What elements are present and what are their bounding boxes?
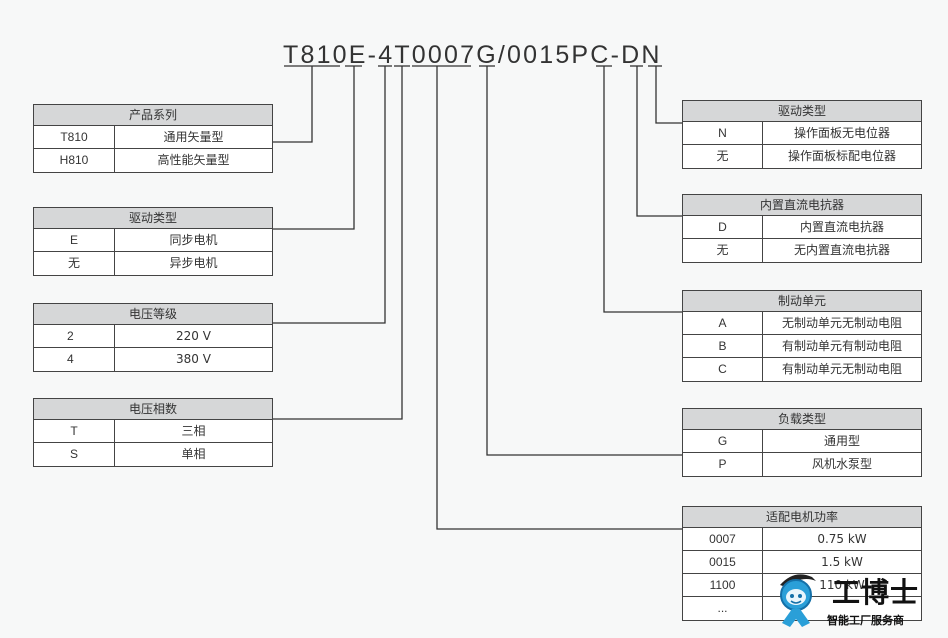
table-title: 电压等级: [34, 304, 272, 325]
row-desc: 同步电机: [169, 233, 218, 247]
row-code: ...: [683, 597, 763, 620]
table-row: N 操作面板无电位器: [683, 122, 921, 145]
row-code: D: [683, 216, 763, 238]
table-row: E 同步电机: [34, 229, 272, 252]
table-row: B 有制动单元有制动电阻: [683, 335, 921, 358]
table-voltage-level: 电压等级 2 220 V 4 380 V: [33, 303, 273, 372]
table-title: 驱动类型: [683, 101, 921, 122]
code-reactor: D: [621, 41, 642, 69]
row-code: 2: [34, 325, 115, 347]
row-desc: 220 V: [176, 329, 211, 343]
table-row: G 通用型: [683, 430, 921, 453]
code-voltage: 4: [378, 41, 395, 69]
code-phase: T: [394, 41, 412, 69]
table-row: P 风机水泵型: [683, 453, 921, 476]
table-product-series: 产品系列 T810 通用矢量型 H810 高性能矢量型: [33, 104, 273, 173]
row-code: 4: [34, 348, 115, 371]
table-row: 无 操作面板标配电位器: [683, 145, 921, 168]
row-code: 0015: [683, 551, 763, 573]
table-row: 0007 0.75 kW: [683, 528, 921, 551]
table-row: 2 220 V: [34, 325, 272, 348]
table-drive-type: 驱动类型 E 同步电机 无 异步电机: [33, 207, 273, 276]
table-row: 4 380 V: [34, 348, 272, 371]
code-power: 0007: [411, 41, 477, 69]
row-desc: 有制动单元无制动电阻: [781, 362, 902, 376]
code-dash-2: -: [610, 41, 622, 69]
row-code: G: [683, 430, 763, 452]
row-code: 无: [34, 252, 115, 275]
row-desc: 风机水泵型: [811, 457, 872, 471]
code-load: G: [476, 41, 498, 69]
table-row: 无 无内置直流电抗器: [683, 239, 921, 262]
table-load-type: 负载类型 G 通用型 P 风机水泵型: [682, 408, 922, 477]
row-desc: 1.5 kW: [821, 555, 863, 569]
table-title: 产品系列: [34, 105, 272, 126]
logo-mascot-icon: [780, 574, 816, 627]
row-desc: 操作面板无电位器: [793, 126, 890, 140]
row-desc: 通用矢量型: [163, 130, 224, 144]
table-title: 内置直流电抗器: [683, 195, 921, 216]
table-row: T810 通用矢量型: [34, 126, 272, 149]
row-code: 0007: [683, 528, 763, 550]
row-code: P: [683, 453, 763, 476]
table-phase: 电压相数 T 三相 S 单相: [33, 398, 273, 467]
row-desc: 无内置直流电抗器: [793, 243, 890, 257]
table-title: 制动单元: [683, 291, 921, 312]
table-row: T 三相: [34, 420, 272, 443]
row-desc: 高性能矢量型: [157, 153, 230, 167]
table-title: 适配电机功率: [683, 507, 921, 528]
row-desc: 通用型: [823, 434, 860, 448]
table-row: C 有制动单元无制动电阻: [683, 358, 921, 381]
row-desc: 380 V: [176, 352, 211, 366]
row-code: E: [34, 229, 115, 251]
logo-subtitle: 智能工厂服务商: [827, 614, 904, 627]
table-brake-unit: 制动单元 A 无制动单元无制动电阻 B 有制动单元有制动电阻 C 有制动单元无制动电阻: [682, 290, 922, 382]
model-code: T810E-4T0007G/0015PC-DN: [283, 40, 662, 70]
row-code: T: [34, 420, 115, 442]
row-desc: 0.75 kW: [817, 532, 867, 546]
table-title: 电压相数: [34, 399, 272, 420]
row-code: N: [683, 122, 763, 144]
table-row: D 内置直流电抗器: [683, 216, 921, 239]
row-desc: 单相: [181, 447, 206, 461]
code-dash-1: -: [367, 41, 379, 69]
row-desc: 无制动单元无制动电阻: [781, 316, 902, 330]
row-code: 1100: [683, 574, 763, 596]
row-code: A: [683, 312, 763, 334]
table-row: S 单相: [34, 443, 272, 466]
row-code: B: [683, 335, 763, 357]
row-desc: 110 kW: [819, 578, 865, 592]
code-series: T810: [283, 41, 349, 69]
code-drive: E: [348, 41, 368, 69]
table-row: H810 高性能矢量型: [34, 149, 272, 172]
table-row: ...: [683, 597, 921, 620]
row-code: H810: [34, 149, 115, 172]
table-row: 无 异步电机: [34, 252, 272, 275]
logo-title: 工博士: [832, 576, 920, 609]
row-desc: 有制动单元有制动电阻: [781, 339, 902, 353]
row-code: 无: [683, 239, 763, 262]
table-panel-type: 驱动类型 N 操作面板无电位器 无 操作面板标配电位器: [682, 100, 922, 169]
row-code: 无: [683, 145, 763, 168]
row-code: S: [34, 443, 115, 466]
row-code: T810: [34, 126, 115, 148]
table-row: A 无制动单元无制动电阻: [683, 312, 921, 335]
code-power-2: /0015PC: [497, 41, 611, 69]
table-title: 驱动类型: [34, 208, 272, 229]
row-desc: 内置直流电抗器: [799, 220, 884, 234]
code-panel: N: [641, 41, 662, 69]
table-row: 0015 1.5 kW: [683, 551, 921, 574]
row-desc: 三相: [181, 424, 206, 438]
row-desc: 操作面板标配电位器: [787, 149, 896, 163]
row-code: C: [683, 358, 763, 381]
row-desc: 异步电机: [169, 256, 218, 270]
table-title: 负载类型: [683, 409, 921, 430]
